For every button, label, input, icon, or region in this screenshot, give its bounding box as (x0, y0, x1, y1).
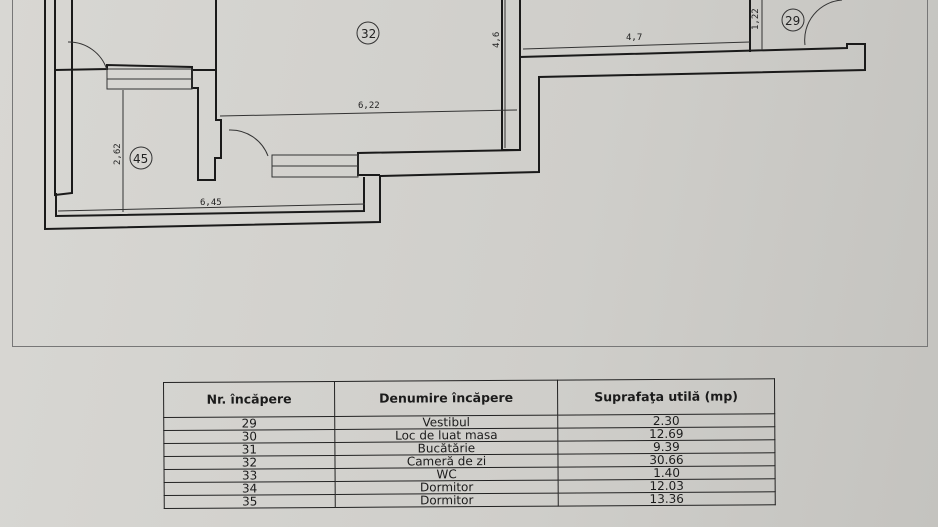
room-marker (781, 8, 805, 32)
inner-wall-bottom (55, 177, 365, 218)
cell-nr: 35 (164, 494, 336, 509)
room-number: 29 (785, 14, 800, 28)
plan-frame (12, 0, 928, 347)
dimension: 4,7 (626, 33, 642, 43)
cell-nr: 34 (164, 481, 336, 496)
cell-nr: 30 (163, 429, 335, 444)
rooms-table: Nr. încăpere Denumire încăpere Suprafaţa… (163, 378, 776, 509)
dimension: 1,22 (751, 8, 761, 30)
dimension: 6,45 (200, 198, 222, 208)
door-arc (228, 129, 269, 157)
header-area: Suprafaţa utilă (mp) (557, 378, 775, 416)
inner-wall (54, 0, 73, 197)
room-marker (356, 21, 380, 45)
dimension: 6,22 (358, 101, 380, 111)
door-arc (67, 41, 108, 71)
cell-nr: 32 (163, 455, 336, 470)
partition-wall-2 (191, 70, 222, 181)
header-name: Denumire încăpere (334, 380, 558, 417)
cell-nr: 31 (163, 442, 335, 457)
outer-wall (44, 0, 866, 231)
room-number: 32 (361, 27, 376, 41)
cell-nr: 29 (163, 416, 335, 431)
dimension: 4,6 (492, 32, 502, 48)
cell-area: 13.36 (558, 491, 776, 507)
cell-nr: 33 (164, 468, 336, 483)
door-arc (804, 0, 843, 46)
floor-plan: 32 29 45 4,6 4,7 1,22 6,22 2,62 6,45 (44, 0, 866, 231)
wall-right (501, 0, 521, 151)
partition-wall (54, 0, 217, 71)
room-marker (129, 146, 153, 170)
table-header: Nr. încăpere Denumire încăpere Suprafaţa… (163, 378, 775, 418)
dimension: 2,62 (113, 143, 123, 165)
room-number: 45 (133, 152, 148, 166)
header-nr: Nr. încăpere (163, 381, 335, 418)
cell-name: Dormitor (335, 493, 559, 508)
